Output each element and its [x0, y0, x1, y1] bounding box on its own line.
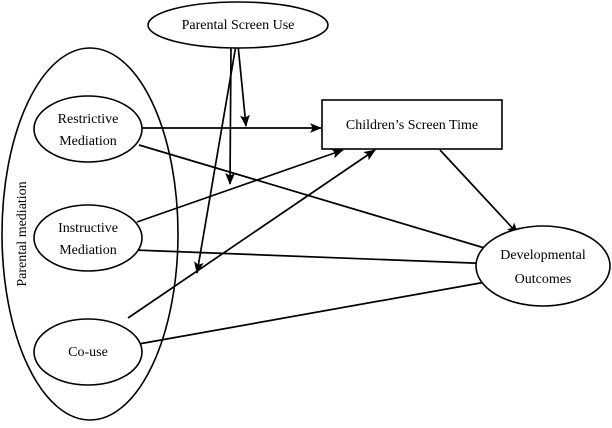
childrens-screen-time-label: Children’s Screen Time [346, 118, 478, 133]
node-developmental-outcomes[interactable]: Developmental Outcomes [475, 225, 611, 307]
restrictive-mediation-ellipse [33, 95, 143, 163]
edge-childrens-screen-time-to-developmental-outcomes [439, 149, 519, 235]
group-parental-mediation-label: Parental mediation [15, 181, 30, 286]
node-parental-screen-use[interactable]: Parental Screen Use [147, 1, 329, 49]
instructive-mediation-ellipse [33, 204, 143, 272]
instructive-mediation-label-line2: Mediation [59, 243, 117, 258]
edge-instructive-mediation-to-developmental-outcomes [133, 249, 499, 269]
node-instructive-mediation[interactable]: Instructive Mediation [33, 204, 143, 272]
childrens-screen-time-rect [321, 99, 503, 150]
node-childrens-screen-time[interactable]: Children’s Screen Time [321, 99, 503, 150]
co-use-label: Co-use [68, 345, 108, 360]
edge-co-use-to-developmental-outcomes [132, 277, 498, 346]
parental-screen-use-ellipse [147, 1, 329, 49]
edge-restrictive-mediation-to-developmental-outcomes [138, 144, 499, 254]
developmental-outcomes-label-line1: Developmental [500, 248, 586, 263]
group-parental-mediation [1, 47, 179, 421]
edge-psu-to-restrictive-mediation [237, 44, 250, 127]
edge-psu-to-instructive-mediation [225, 44, 235, 185]
node-restrictive-mediation[interactable]: Restrictive Mediation [33, 95, 143, 163]
restrictive-mediation-label-line2: Mediation [59, 134, 117, 149]
instructive-mediation-label-line1: Instructive [58, 221, 118, 236]
developmental-outcomes-ellipse [475, 225, 611, 307]
restrictive-mediation-label-line1: Restrictive [58, 112, 119, 127]
developmental-outcomes-label-line2: Outcomes [515, 272, 572, 287]
edge-instructive-mediation-to-childrens-screen-time [136, 149, 344, 223]
parental-screen-use-label: Parental Screen Use [182, 18, 295, 33]
co-use-ellipse [33, 318, 143, 386]
edge-psu-to-co-use [194, 44, 237, 274]
edge-co-use-to-childrens-screen-time [127, 149, 376, 319]
node-co-use[interactable]: Co-use [33, 318, 143, 386]
